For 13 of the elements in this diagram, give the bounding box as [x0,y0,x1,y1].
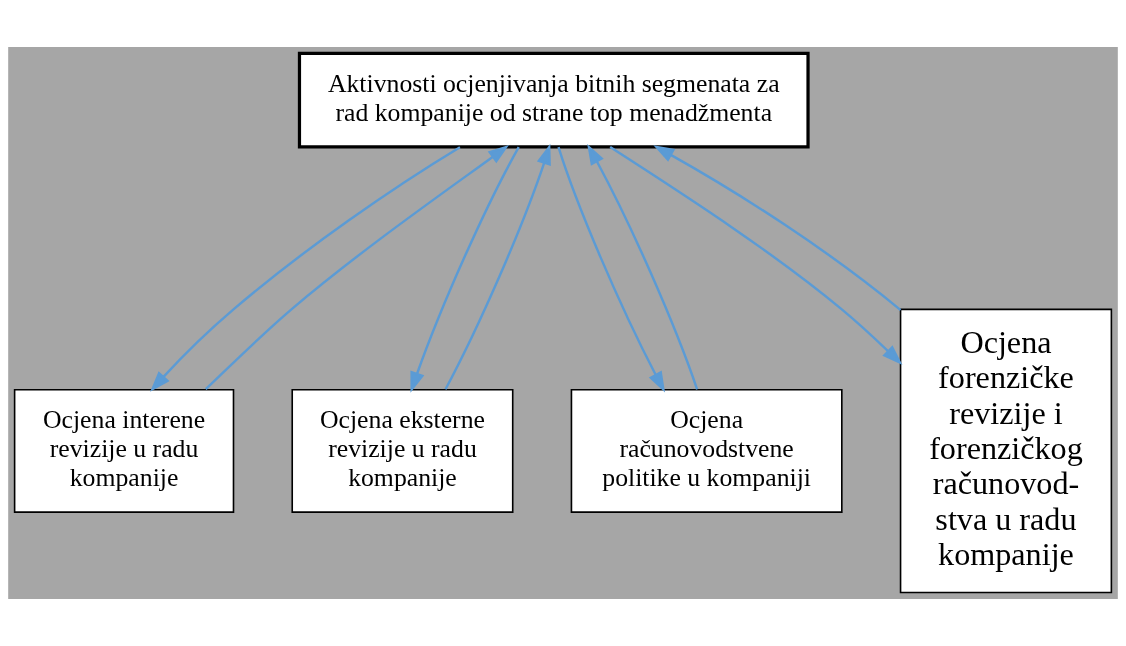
node-box: Ocjena forenzičke revizije i forenzičkog računovod- stva u radu kompanije [899,308,1113,594]
arrow [557,146,666,393]
arrow [204,145,509,390]
arrow [653,145,902,311]
arrow [444,143,551,390]
arrow [609,146,903,366]
arrow [587,143,699,390]
node-box: Ocjena eksterne revizije u radu kompanije [291,389,514,513]
arrow [150,146,461,392]
node-box: Aktivnosti ocjenjivanja bitnih segmenata za rad kompanije od strane top menadžmenta [297,51,810,149]
node-box: Ocjena računovodstvene politike u kompaniji [570,389,843,513]
node-box: Ocjena interene revizije u radu kompanije [13,389,235,513]
arrow [410,146,520,393]
